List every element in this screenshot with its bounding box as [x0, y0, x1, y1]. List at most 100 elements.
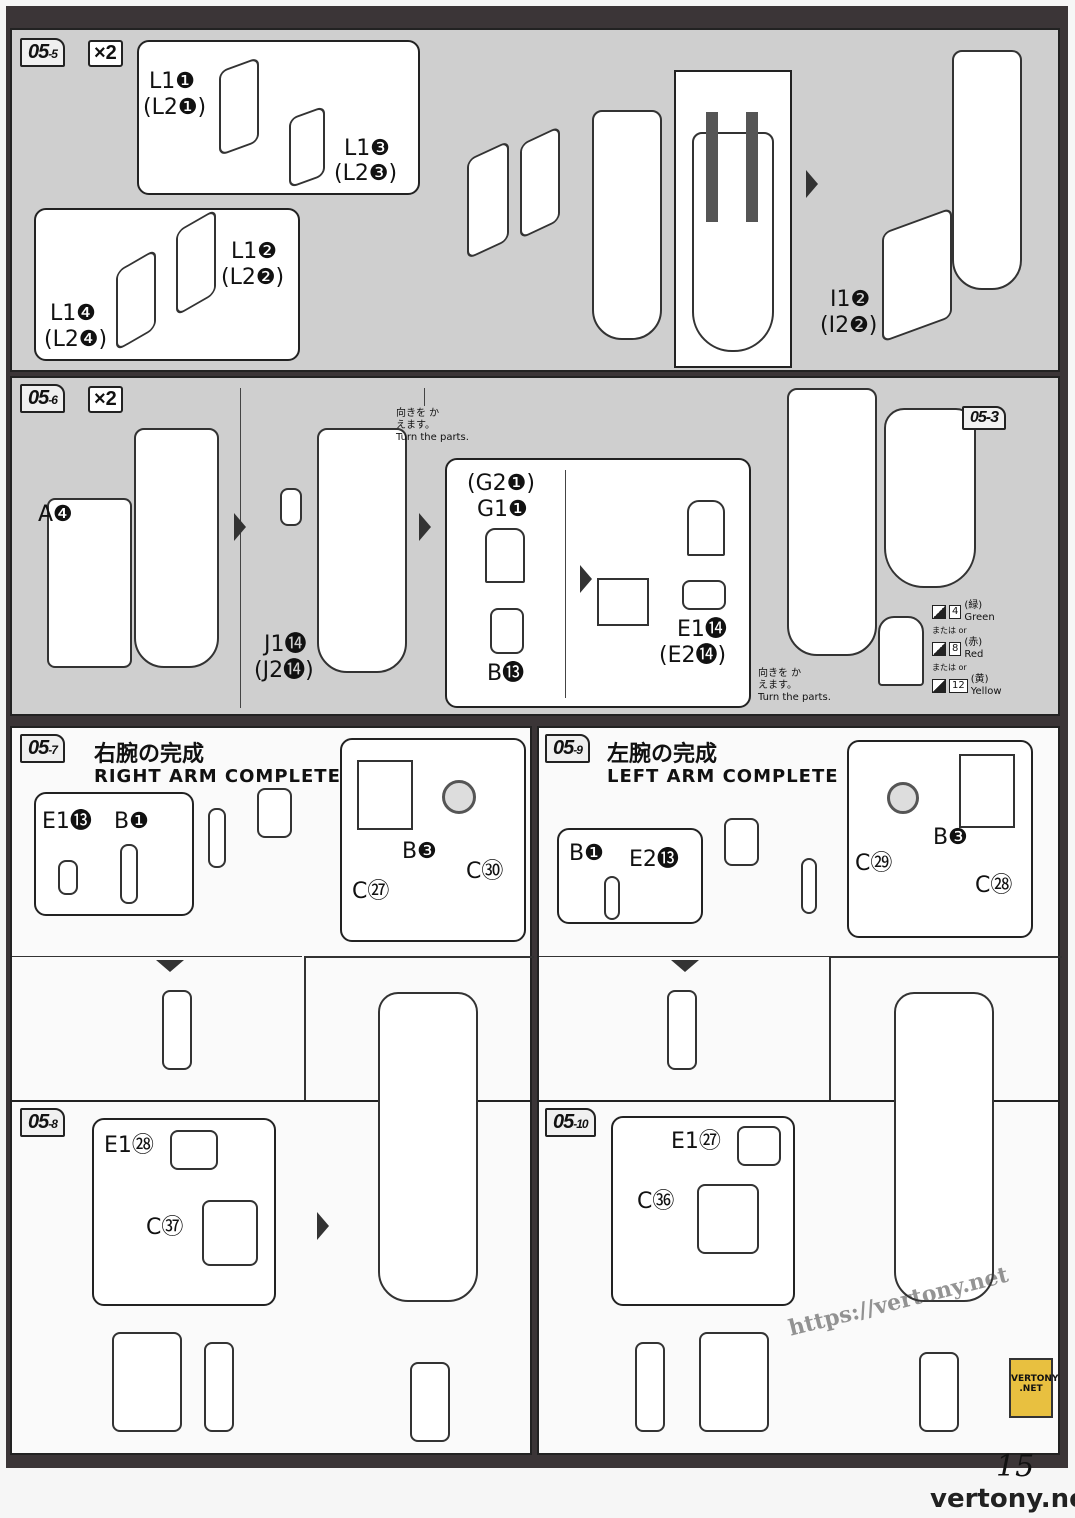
part-drawing	[58, 860, 78, 895]
divider	[539, 956, 829, 957]
part-drawing	[604, 876, 620, 920]
part-label: (J2⓮)	[254, 658, 314, 683]
next-arrow-icon	[419, 513, 431, 541]
forearm-drawing	[787, 388, 877, 656]
arm-drawing	[162, 990, 192, 1070]
part-label: (L2❷)	[221, 265, 285, 290]
detail-inset	[597, 578, 649, 626]
detail-box: (G2❶) G1❶ B⓭ E1⓮ (E2⓮)	[445, 458, 751, 708]
rail-drawing	[706, 112, 718, 222]
step-title-jp: 右腕の完成	[94, 741, 205, 767]
step-05-8-panel: 05-8 E1㉘ C㊲	[10, 992, 532, 1455]
detail-inset	[959, 754, 1015, 828]
forearm-drawing	[317, 428, 407, 673]
part-label: E1⓮	[677, 617, 727, 642]
part-label: (L2❸)	[334, 161, 398, 186]
part-drawing	[737, 1126, 781, 1166]
part-drawing	[682, 580, 726, 610]
part-label: B⓭	[487, 661, 525, 686]
down-arrow-icon	[671, 960, 699, 972]
step-05-6-panel: 05-6 ×2 A❹ J1⓮ (J2⓮) 向きを かえます。Turn the p…	[10, 376, 1060, 716]
detail-box: E1㉘ C㊲	[92, 1118, 276, 1306]
part-label: G1❶	[477, 497, 528, 522]
part-label: C㉚	[466, 859, 504, 884]
hand-drawing	[919, 1352, 959, 1432]
hand-drawing	[112, 1332, 182, 1432]
part-drawing	[204, 1342, 234, 1432]
step-title-en: RIGHT ARM COMPLETE	[94, 766, 341, 787]
step-05-5-panel: 05-5 ×2 L1❶ (L2❶) L1❸ (L2❸) L1❷ (L2❷) L1…	[10, 28, 1060, 372]
divider	[829, 956, 1062, 958]
part-drawing	[280, 488, 302, 526]
part-drawing	[635, 1342, 665, 1432]
part-label: C㉗	[352, 879, 390, 904]
step-title-jp: 左腕の完成	[607, 741, 718, 767]
part-label: (L2❹)	[44, 327, 108, 352]
or-text: または or	[932, 663, 967, 672]
part-label: C㉘	[975, 873, 1013, 898]
sticker-icon	[932, 605, 946, 619]
turn-note: 向きを かえます。Turn the parts.	[396, 408, 469, 443]
completed-arm-drawing	[894, 992, 994, 1302]
part-label: E1㉘	[104, 1133, 154, 1158]
part-label: L1❶	[149, 69, 195, 94]
divider	[12, 956, 302, 957]
step-number: 05-6	[20, 384, 65, 413]
detail-box: C㉙ B❸ C㉘	[847, 740, 1033, 938]
hand-joint-drawing	[257, 788, 292, 838]
arm-drawing	[667, 990, 697, 1070]
fingers-drawing	[697, 1184, 759, 1254]
part-drawing	[208, 808, 226, 868]
shoulder-drawing	[884, 408, 976, 588]
part-label: (L2❶)	[143, 95, 207, 120]
step-number: 05-5	[20, 38, 65, 67]
prohibited-icon	[887, 782, 919, 814]
sticker-option: 4(緑)Green	[932, 600, 995, 624]
forearm-drawing	[592, 110, 662, 340]
step-number: 05-8	[20, 1108, 65, 1137]
forearm-drawing	[134, 428, 219, 668]
page-number: 15	[996, 1449, 1035, 1484]
step-number: 05-9	[545, 734, 590, 763]
next-arrow-icon	[234, 513, 246, 541]
forearm-drawing	[952, 50, 1022, 290]
down-arrow-icon	[156, 960, 184, 972]
sticker-option: 8(赤)Red	[932, 637, 983, 661]
forearm-drawing	[692, 132, 774, 352]
multiplier-badge: ×2	[88, 386, 123, 413]
part-drawing	[520, 125, 560, 240]
next-arrow-icon	[806, 170, 818, 198]
part-drawing	[219, 56, 259, 157]
watermark-badge: VERTONY .NET	[1009, 1358, 1058, 1418]
part-label: B❸	[402, 839, 437, 864]
part-label: B❸	[933, 825, 968, 850]
part-label: B❶	[114, 809, 149, 834]
part-label: C㊲	[146, 1215, 184, 1240]
step-05-10-panel: 05-10 E1㉗ C㊱ https://vertony.net VERTONY…	[537, 992, 1060, 1455]
detail-box: E1㉗ C㊱	[611, 1116, 795, 1306]
part-drawing	[170, 1130, 218, 1170]
detail-box: B❸ C㉗ C㉚	[340, 738, 526, 942]
divider	[424, 388, 425, 406]
detail-box: E1⓭ B❶	[34, 792, 194, 916]
turn-note: 向きを かえます。Turn the parts.	[758, 668, 831, 703]
or-text: または or	[932, 626, 967, 635]
next-arrow-icon	[317, 1212, 329, 1240]
hand-drawing	[410, 1362, 450, 1442]
detail-box-lower: L1❷ (L2❷) L1❹ (L2❹)	[34, 208, 300, 361]
detail-inset	[357, 760, 413, 830]
detail-box: B❶ E2⓭	[557, 828, 703, 924]
part-drawing	[490, 608, 524, 654]
part-label: J1⓮	[264, 632, 307, 657]
part-label: A❹	[38, 502, 73, 527]
detail-box-upper: L1❶ (L2❶) L1❸ (L2❸)	[137, 40, 420, 195]
sticker-icon	[932, 642, 946, 656]
step-title-en: LEFT ARM COMPLETE	[607, 766, 839, 787]
part-label: (G2❶)	[467, 471, 535, 496]
part-label: I1❷	[830, 287, 871, 312]
part-drawing	[801, 858, 817, 914]
part-drawing	[467, 140, 509, 260]
divider	[240, 388, 241, 708]
part-label: C㊱	[637, 1189, 675, 1214]
part-label: B❶	[569, 841, 604, 866]
